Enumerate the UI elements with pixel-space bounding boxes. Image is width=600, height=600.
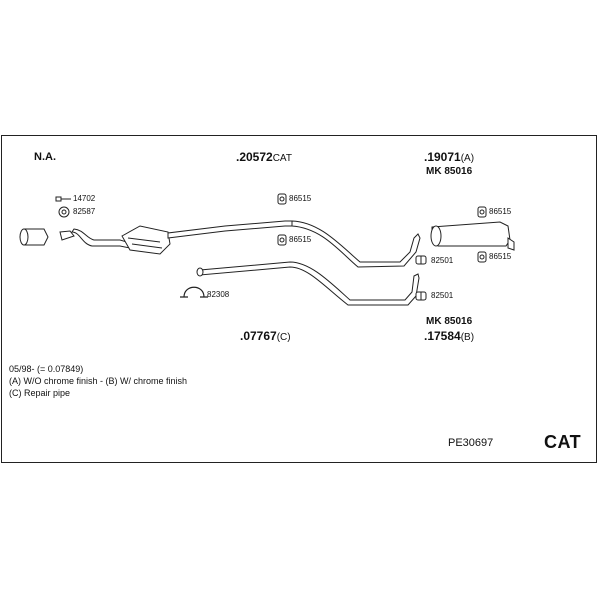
part-rear-a: .19071(A)	[424, 151, 474, 164]
gasket-icon	[58, 206, 70, 218]
part-repair: .07767(C)	[240, 330, 291, 343]
part-repair-number: .07767	[240, 329, 277, 343]
note-line: (C) Repair pipe	[9, 388, 71, 398]
cat-badge: CAT	[544, 432, 582, 452]
part-rear-b: .17584(B)	[424, 330, 474, 343]
part-cat: .20572CAT	[236, 151, 292, 164]
mk-label-b: MK 85016	[426, 316, 473, 327]
note-line: 05/98- (= 0.07849)	[9, 364, 84, 374]
part-cat-suffix: CAT	[272, 153, 292, 164]
part-cat-number: .20572	[236, 150, 273, 164]
part-82587: 82587	[73, 207, 96, 216]
front-flange-icon	[19, 228, 49, 246]
part-86515-a: 86515	[289, 194, 312, 203]
part-rear-b-suffix: (B)	[460, 332, 475, 343]
repair-pipe	[196, 261, 420, 306]
part-rear-b-number: .17584	[424, 329, 461, 343]
bolt-icon	[55, 196, 71, 202]
catalytic-converter-pipe	[59, 220, 421, 268]
part-86515-c: 86515	[489, 207, 512, 216]
part-86515-b: 86515	[289, 235, 312, 244]
rear-muffler	[430, 221, 515, 251]
part-repair-suffix: (C)	[276, 332, 291, 343]
pipe-clamp-icon	[415, 255, 427, 301]
part-82308: 82308	[207, 290, 230, 299]
na-label: N.A.	[34, 151, 56, 163]
note-line: (A) W/O chrome finish - (B) W/ chrome fi…	[9, 376, 188, 386]
part-rear-a-number: .19071	[424, 150, 461, 164]
part-82501-b: 82501	[431, 291, 454, 300]
reference-code: PE30697	[448, 437, 494, 449]
part-rear-a-suffix: (A)	[460, 153, 475, 164]
part-14702: 14702	[73, 194, 96, 203]
notes: 05/98- (= 0.07849) (A) W/O chrome finish…	[9, 363, 187, 399]
mk-label-a: MK 85016	[426, 166, 473, 177]
part-82501-a: 82501	[431, 256, 454, 265]
diagram-frame	[1, 135, 597, 463]
rubber-mount-icon	[277, 193, 487, 263]
clamp-icon	[180, 286, 208, 298]
part-86515-d: 86515	[489, 252, 512, 261]
